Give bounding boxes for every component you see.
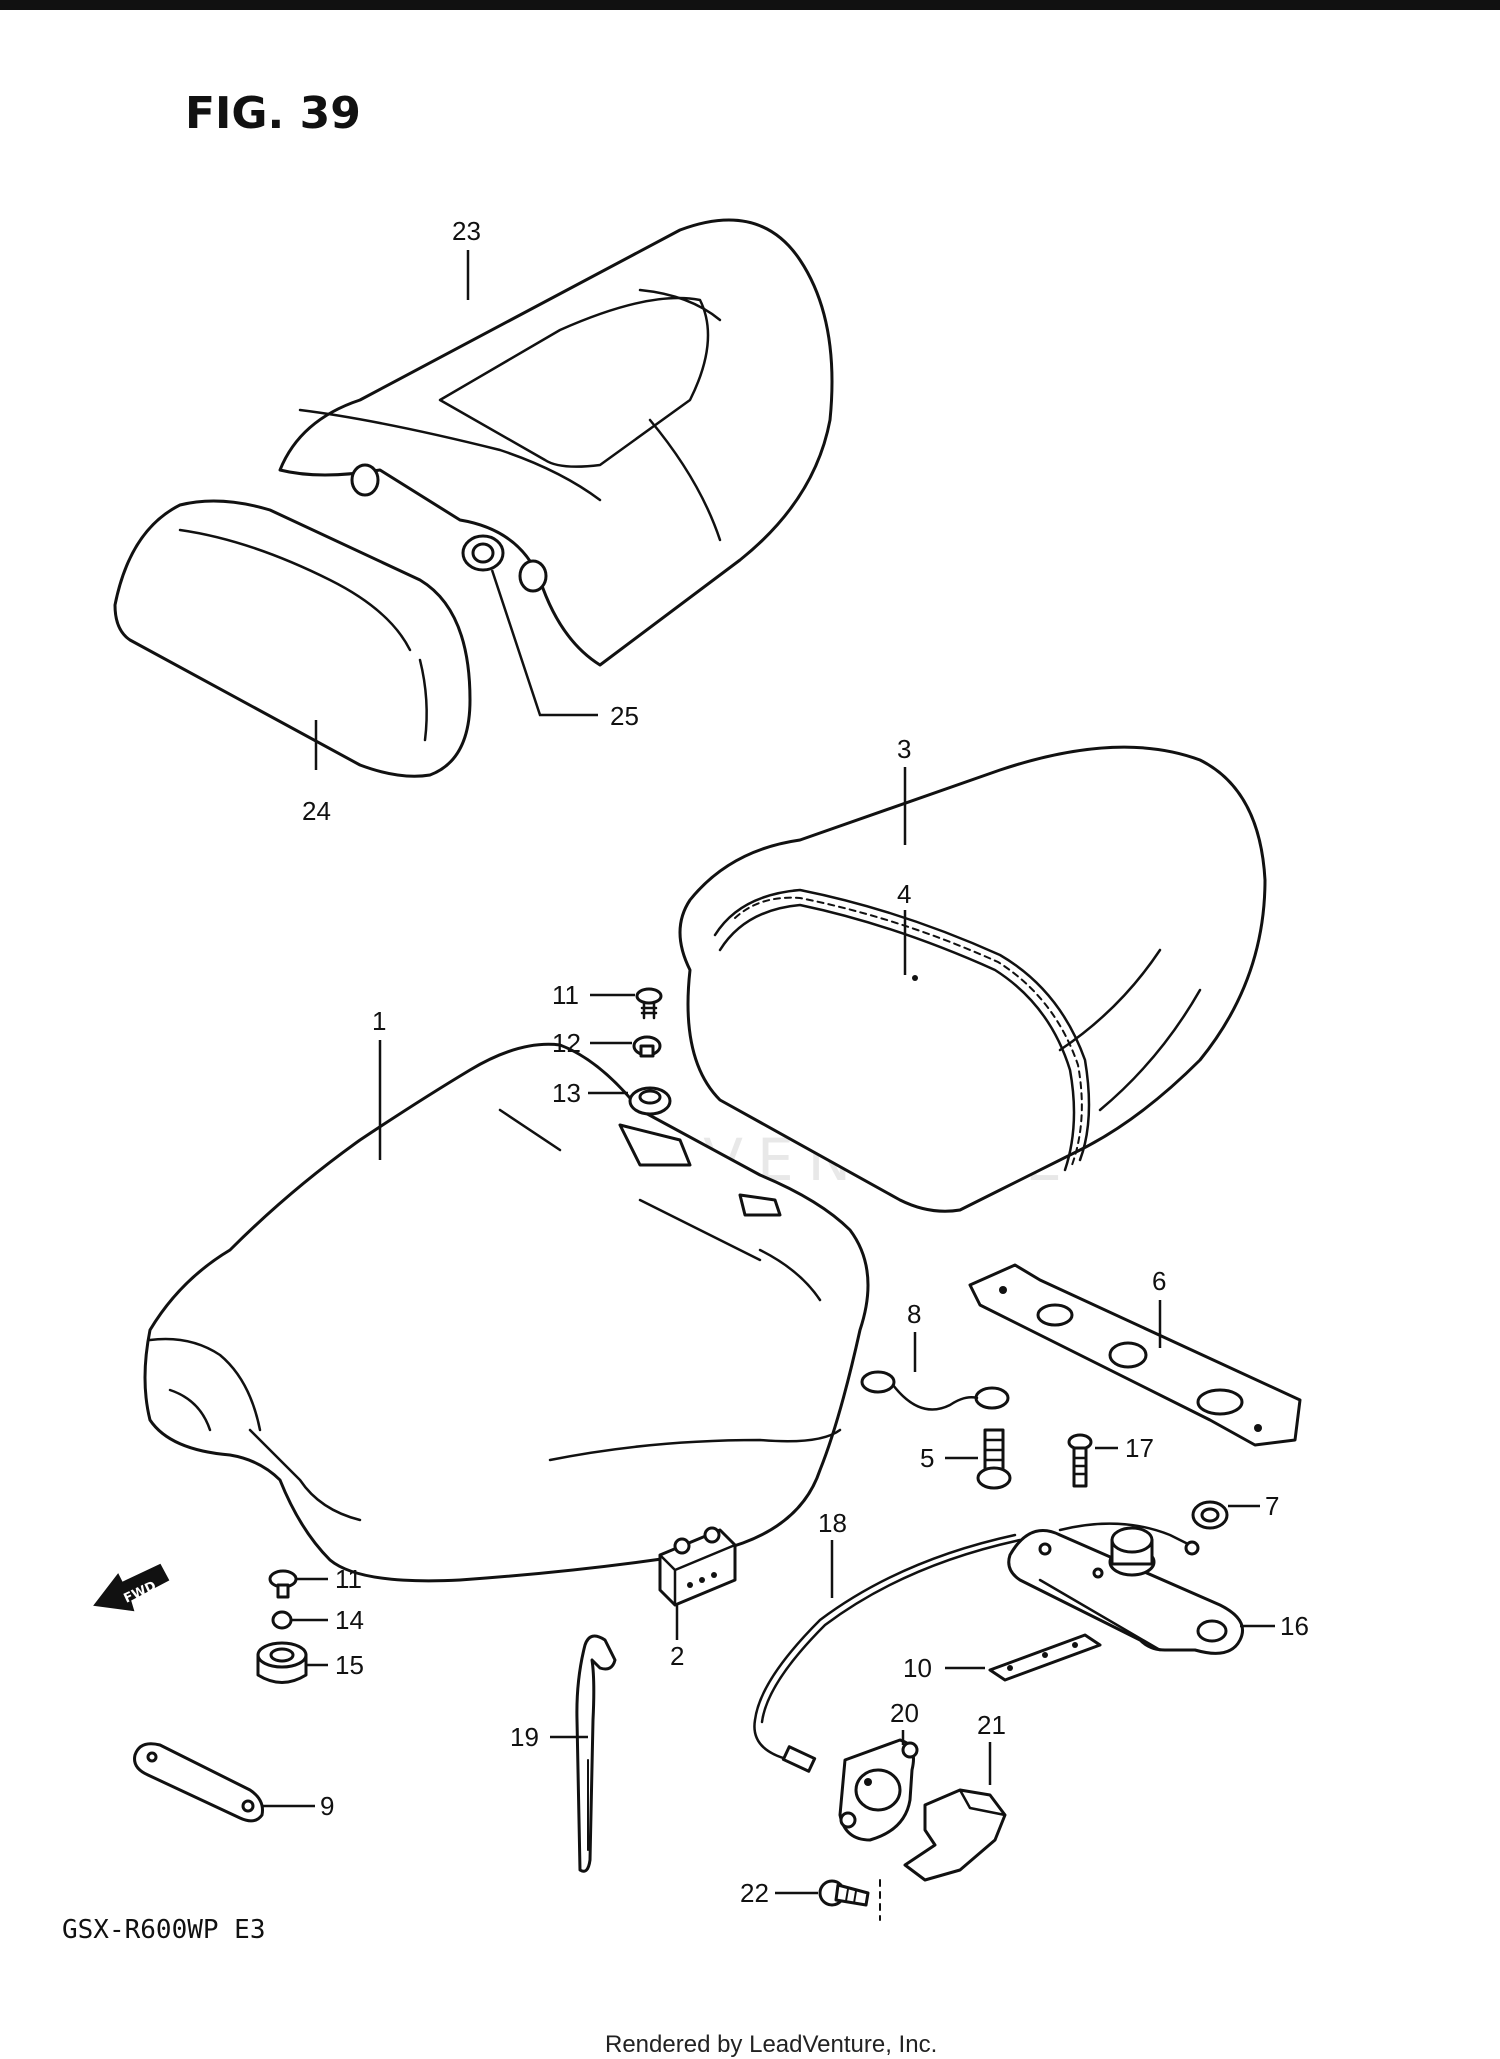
callout-4: 4 [897, 879, 911, 909]
part-16-lock-plate [1007, 1522, 1244, 1655]
callout-16: 16 [1280, 1611, 1309, 1641]
callout-10: 10 [903, 1653, 932, 1683]
part-21-lock-bracket [903, 1788, 1007, 1882]
figure-title: FIG. 39 [185, 88, 361, 139]
callout-6: 6 [1152, 1266, 1166, 1296]
callout-2: 2 [670, 1641, 684, 1671]
callout-22: 22 [740, 1878, 769, 1908]
callout-24: 24 [302, 796, 331, 826]
part-23-seat-cowl [278, 218, 834, 667]
part-2-connector [658, 1526, 737, 1607]
fwd-arrow-icon: FWD [93, 1563, 170, 1612]
leader-lines [262, 250, 1275, 1895]
callout-7: 7 [1265, 1491, 1279, 1521]
part-13-grommet [628, 1086, 672, 1116]
part-22-screw [818, 1879, 881, 1921]
callout-11-lower: 11 [335, 1564, 362, 1594]
callout-21: 21 [977, 1710, 1006, 1740]
callout-12: 12 [552, 1028, 581, 1058]
callout-23: 23 [452, 216, 481, 246]
part-6-bracket [968, 1263, 1302, 1447]
top-border [0, 0, 1500, 10]
part-10-plate [988, 1633, 1102, 1682]
part-5-bolt [976, 1428, 1012, 1490]
callout-11-upper: 11 [552, 980, 579, 1010]
callout-19: 19 [510, 1722, 539, 1752]
callout-25: 25 [610, 701, 639, 731]
callout-1: 1 [372, 1006, 386, 1036]
callout-17: 17 [1125, 1433, 1154, 1463]
part-9-strap [133, 1742, 264, 1823]
callout-15: 15 [335, 1650, 364, 1680]
callout-5: 5 [920, 1443, 934, 1473]
part-24-seat-pad [113, 499, 472, 778]
part-11-screw-lower [268, 1569, 298, 1599]
part-14-nut [271, 1610, 293, 1630]
callout-13: 13 [552, 1078, 581, 1108]
part-15-spacer [256, 1641, 308, 1684]
callout-8: 8 [907, 1299, 921, 1329]
part-12-collar [632, 1035, 662, 1058]
part-20-lock [838, 1738, 919, 1842]
callout-20: 20 [890, 1698, 919, 1728]
part-8-lanyard [860, 1370, 1010, 1411]
callout-14: 14 [335, 1605, 364, 1635]
part-19-cable-tie [575, 1634, 617, 1873]
part-11-screw-upper [635, 987, 663, 1020]
footer-credit: Rendered by LeadVenture, Inc. [605, 2031, 937, 2058]
model-code: GSX-R600WP E3 [62, 1915, 266, 1945]
part-7-washer [1191, 1500, 1229, 1530]
part-17-screw [1067, 1433, 1093, 1488]
part-25-grommet [461, 534, 505, 572]
part-3-rear-seat [678, 745, 1267, 1213]
callout-9: 9 [320, 1791, 334, 1821]
callout-18: 18 [818, 1508, 847, 1538]
part-18-cable [753, 1533, 1022, 1773]
callout-labels: 23 24 25 3 4 1 11 12 13 6 8 5 17 7 18 16… [302, 216, 1309, 1908]
callout-3: 3 [897, 734, 911, 764]
part-1-front-seat [143, 1042, 870, 1583]
